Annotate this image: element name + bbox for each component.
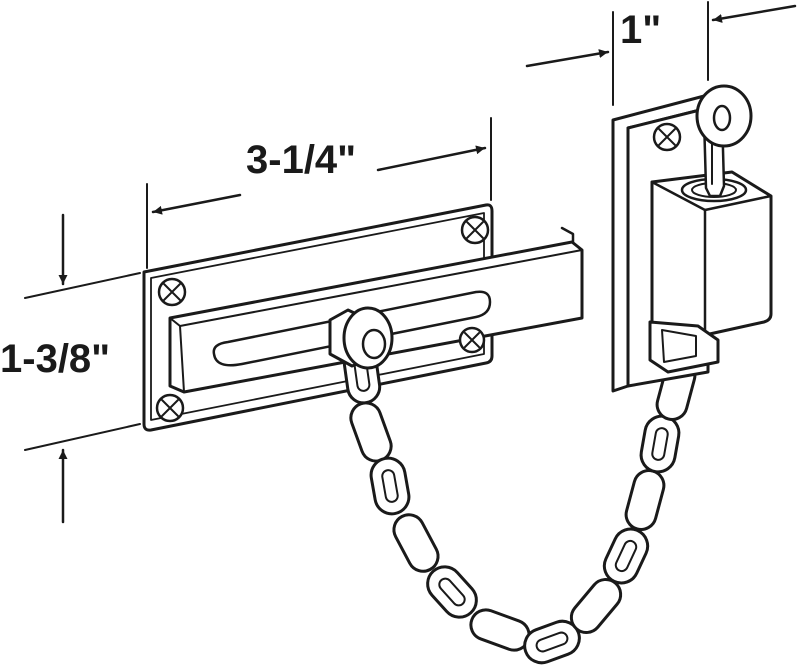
dimension-lines xyxy=(24,1,797,524)
height-extension-top xyxy=(24,272,141,299)
key-icon xyxy=(695,84,753,198)
screw-icon xyxy=(652,122,682,152)
screw-icon xyxy=(460,215,490,245)
chain xyxy=(342,324,705,665)
chain-link xyxy=(392,513,440,573)
slide-knob xyxy=(328,306,394,370)
height-dimension-label: 1-3/8" xyxy=(0,337,111,381)
width-arrow-left xyxy=(525,49,610,68)
width-dimension-label: 1" xyxy=(620,8,662,52)
plate-screws xyxy=(155,215,490,423)
chain-link xyxy=(624,469,666,531)
screw-icon xyxy=(458,326,486,354)
length-arrow-left xyxy=(151,193,242,215)
height-extension-bottom xyxy=(24,423,141,451)
width-arrow-right xyxy=(711,4,797,23)
chain-link xyxy=(639,414,681,474)
lock-housing xyxy=(611,93,773,393)
length-arrow-right xyxy=(376,145,487,172)
screw-icon xyxy=(155,393,185,423)
length-dimension-label: 3-1/4" xyxy=(246,138,357,182)
chain-link xyxy=(349,401,393,463)
screw-icon xyxy=(157,277,187,307)
chain-link xyxy=(523,619,581,665)
chain-link xyxy=(369,456,411,516)
chain-link xyxy=(426,565,478,619)
